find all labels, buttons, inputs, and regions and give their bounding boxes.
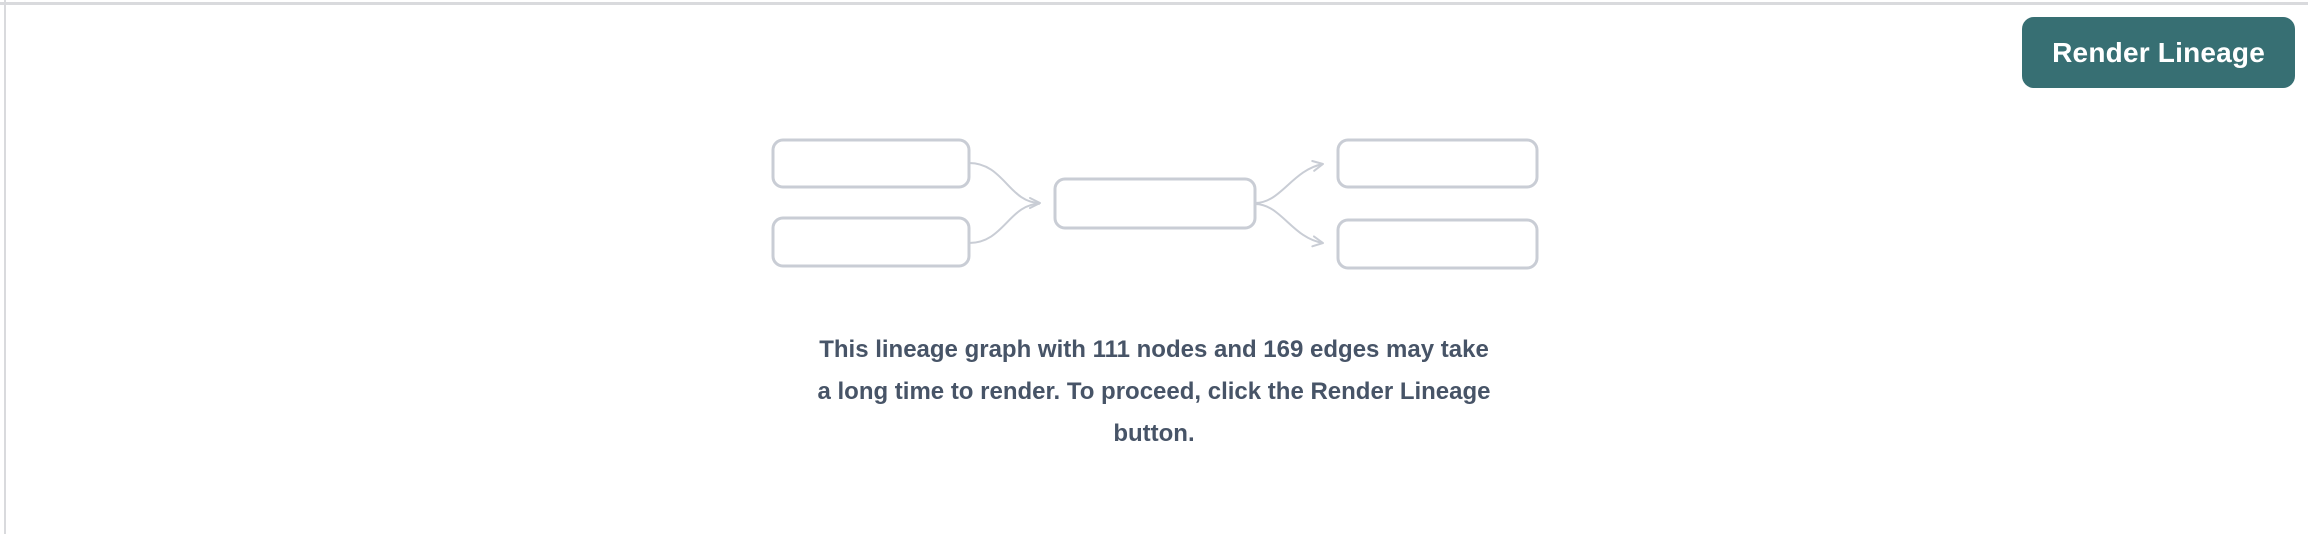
placeholder-node-downstream-2 bbox=[1336, 218, 1539, 270]
placeholder-node-center bbox=[1053, 177, 1257, 230]
render-lineage-button[interactable]: Render Lineage bbox=[2022, 17, 2295, 88]
placeholder-edge-upstream-2 bbox=[968, 202, 1041, 244]
message-line: This lineage graph with 111 nodes and 16… bbox=[819, 336, 1489, 363]
lineage-placeholder-illustration bbox=[771, 138, 1539, 270]
placeholder-edge-upstream-1 bbox=[968, 162, 1041, 209]
message-line: a long time to render. To proceed, click… bbox=[817, 378, 1491, 405]
placeholder-node-upstream-1 bbox=[771, 138, 971, 189]
placeholder-node-upstream-2 bbox=[771, 216, 971, 268]
render-warning-message: This lineage graph with 111 nodes and 16… bbox=[664, 329, 1644, 455]
panel-left-border bbox=[4, 0, 6, 534]
placeholder-edge-downstream-1 bbox=[1254, 160, 1324, 204]
panel-top-border bbox=[0, 2, 2308, 5]
placeholder-node-downstream-1 bbox=[1336, 138, 1539, 189]
message-line: button. bbox=[1113, 420, 1195, 447]
placeholder-edge-downstream-2 bbox=[1254, 203, 1324, 248]
